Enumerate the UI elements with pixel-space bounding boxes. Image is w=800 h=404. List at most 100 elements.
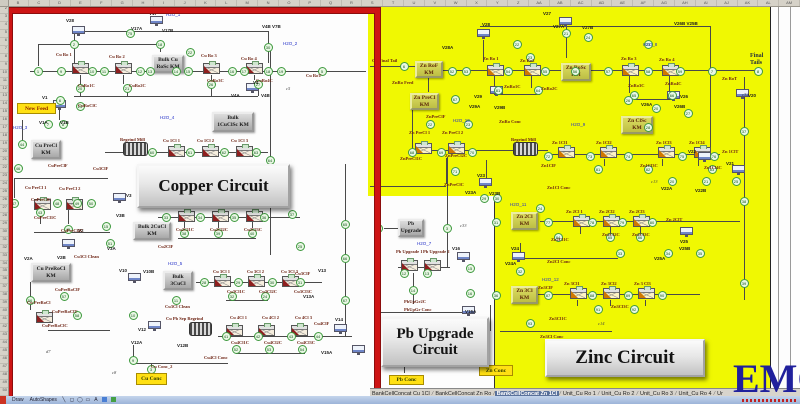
flotation-cell[interactable] [34, 197, 51, 210]
shape-tool-icon[interactable]: ╲ [62, 397, 66, 403]
stream-node[interactable]: 14 [408, 285, 418, 295]
sheet-tab[interactable]: BankCellConcat Zn 1Cl [494, 390, 560, 397]
stream-node[interactable]: 69 [436, 147, 446, 157]
column-header[interactable]: H [133, 0, 154, 6]
row-header[interactable]: 12 [0, 86, 8, 94]
drawing-toolbar[interactable]: Draw AutoShapes ╲◻◯▭A [0, 396, 800, 404]
stream-node[interactable]: 56 [570, 66, 580, 76]
stream-node[interactable]: 22 [512, 39, 522, 49]
row-header[interactable]: 5 [0, 30, 8, 38]
row-header[interactable]: 24 [0, 181, 8, 189]
column-header[interactable]: L [216, 0, 238, 6]
tank[interactable] [457, 252, 470, 262]
flotation-cell[interactable] [236, 144, 253, 157]
row-header[interactable]: 15 [0, 109, 8, 118]
row-header[interactable]: 37 [0, 284, 8, 293]
stream-node[interactable]: 52 [447, 66, 457, 76]
stream-node[interactable]: 44 [17, 139, 27, 149]
stream-node[interactable]: 31 [295, 277, 305, 287]
row-header[interactable]: 23 [0, 173, 8, 181]
tank[interactable] [148, 321, 161, 331]
sheet-tab[interactable]: BankCellConcat Cu 1Cl [372, 390, 430, 397]
stream-node[interactable]: 20 [75, 83, 85, 93]
stream-node[interactable]: 22 [425, 119, 435, 129]
stream-node[interactable]: 28 [199, 277, 209, 287]
shape-tool-icon[interactable]: ◻ [69, 397, 74, 403]
row-header[interactable]: 10 [0, 70, 8, 78]
stream-node[interactable]: 6 [399, 61, 409, 71]
sheet-tab[interactable]: BankCellConcat Zn Ro [435, 390, 492, 397]
row-header[interactable]: 16 [0, 117, 8, 126]
column-header[interactable]: V [425, 0, 446, 6]
row-header[interactable]: 50 [0, 388, 8, 396]
circuit-plaque-copper-circuit[interactable]: Copper Circuit [137, 164, 290, 208]
flotation-cell[interactable] [214, 274, 231, 287]
column-header[interactable]: AJ [717, 0, 738, 6]
stream-node[interactable]: 37 [287, 209, 297, 219]
sheet-tab[interactable]: Unit_Cu Ro 1 [562, 390, 596, 397]
flotation-cell[interactable] [168, 144, 185, 157]
stream-node[interactable]: 60 [147, 147, 157, 157]
column-header[interactable]: S [362, 0, 384, 6]
flotation-cell[interactable] [424, 258, 441, 271]
row-header[interactable]: 19 [0, 141, 8, 150]
column-header[interactable]: U [404, 0, 425, 6]
stream-node[interactable]: 67 [450, 94, 460, 104]
stream-node[interactable]: 90 [657, 290, 667, 300]
flotation-cell[interactable] [603, 286, 620, 299]
stream-node[interactable]: 27 [683, 108, 693, 118]
row-header[interactable]: 36 [0, 276, 8, 285]
conc-tag[interactable]: New Feed [17, 103, 56, 114]
column-header[interactable]: I [154, 0, 175, 6]
conc-tag[interactable]: Cu Conc [136, 373, 167, 385]
conc-tag[interactable]: Pb Conc [389, 375, 424, 385]
row-header[interactable]: 31 [0, 237, 8, 245]
flotation-cell[interactable] [600, 145, 617, 158]
stream-node[interactable]: 52 [231, 344, 241, 354]
autoshapes-menu-button[interactable]: AutoShapes [29, 397, 57, 403]
stream-node[interactable]: 89 [623, 290, 633, 300]
circuit-plaque-zinc-circuit[interactable]: Zinc Circuit [545, 339, 705, 377]
stream-node[interactable]: 12 [399, 268, 409, 278]
stream-node[interactable]: 58 [72, 310, 82, 320]
column-header[interactable]: G [112, 0, 134, 6]
regrind-mill[interactable] [123, 142, 148, 156]
flotation-cell[interactable] [558, 145, 575, 158]
stream-node[interactable]: 1 [33, 66, 43, 76]
flotation-cell[interactable] [248, 274, 265, 287]
stream-node[interactable]: 21 [122, 83, 132, 93]
stream-node[interactable]: 43 [286, 331, 296, 341]
row-header[interactable]: 26 [0, 197, 8, 205]
stream-node[interactable]: 16 [227, 66, 237, 76]
flotation-cell[interactable] [178, 209, 195, 222]
stream-node[interactable]: 23 [525, 52, 535, 62]
stream-node[interactable]: 40 [247, 228, 257, 238]
stream-node[interactable]: 34 [195, 212, 205, 222]
stream-node[interactable]: 85 [605, 232, 615, 242]
row-header[interactable]: 33 [0, 253, 8, 261]
row-header[interactable]: 20 [0, 149, 8, 158]
row-header[interactable]: 21 [0, 157, 8, 166]
column-header[interactable]: M [237, 0, 259, 6]
column-header[interactable]: P [300, 0, 321, 6]
stream-node[interactable]: 54 [297, 344, 307, 354]
stream-node[interactable]: 56 [25, 295, 35, 305]
column-header[interactable]: T [383, 0, 405, 6]
stream-node[interactable]: 63 [251, 147, 261, 157]
flotation-cell[interactable] [212, 209, 229, 222]
stream-node[interactable]: 22 [185, 47, 195, 57]
column-header[interactable]: AF [633, 0, 655, 6]
stream-node[interactable]: 36 [259, 212, 269, 222]
tank[interactable] [352, 345, 365, 355]
stream-node[interactable]: 33 [615, 248, 625, 258]
row-header[interactable]: 44 [0, 340, 8, 348]
flotation-cell[interactable] [226, 323, 243, 336]
column-header[interactable]: Q [321, 0, 342, 6]
flotation-cell[interactable] [622, 63, 639, 76]
row-header[interactable]: 29 [0, 221, 8, 229]
